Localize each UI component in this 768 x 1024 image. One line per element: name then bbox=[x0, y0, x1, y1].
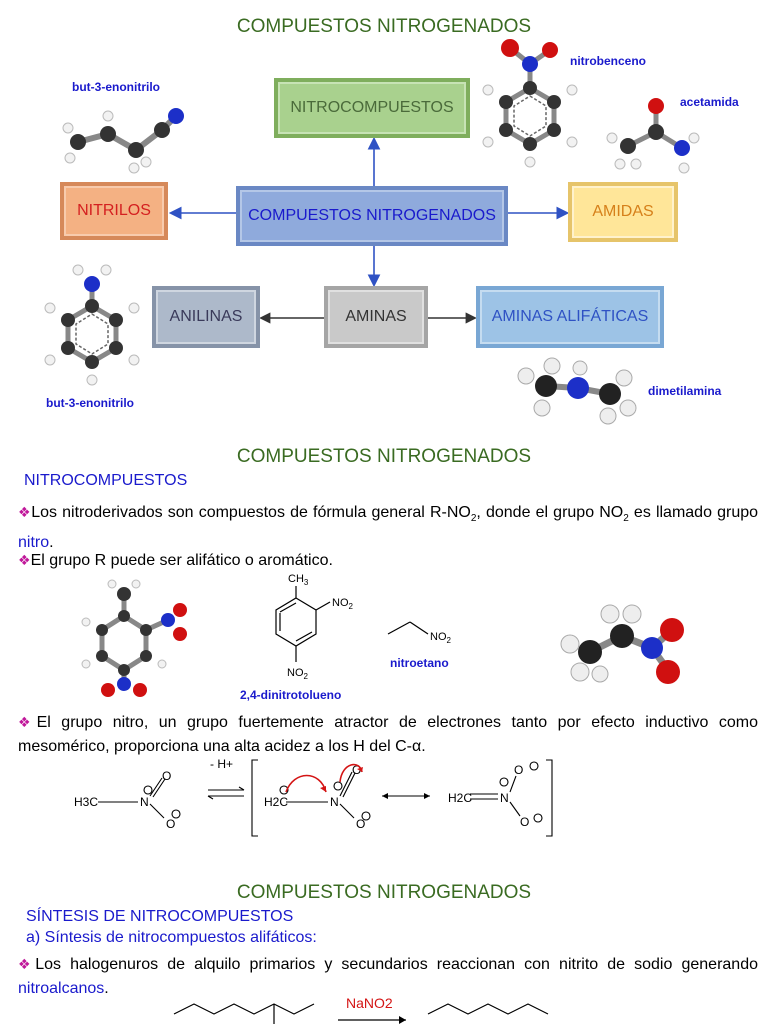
svg-text:H2C: H2C bbox=[448, 791, 472, 805]
svg-text:H2C: H2C bbox=[264, 795, 288, 809]
svg-text:O: O bbox=[356, 817, 365, 831]
svg-text:O: O bbox=[352, 763, 361, 777]
svg-text:NO2: NO2 bbox=[430, 631, 452, 644]
nitrocompuestos-heading: NITROCOMPUESTOS bbox=[24, 472, 188, 489]
svg-text:CH3: CH3 bbox=[288, 573, 309, 587]
svg-text:N: N bbox=[140, 795, 149, 809]
reaction-scheme: NaNO2 bbox=[173, 995, 549, 1024]
label-acetamida: acetamida bbox=[680, 95, 739, 109]
label-but3-enonitrilo-2: but-3-enonitrilo bbox=[46, 396, 134, 410]
box-nitrilos[interactable]: NITRILOS bbox=[60, 182, 168, 240]
label-dimetilamina: dimetilamina bbox=[648, 384, 722, 398]
dinitrotolueno-structure: CH3 NO2 NO2 bbox=[275, 573, 354, 681]
slide1-title: COMPUESTOS NITROGENADOS bbox=[236, 16, 532, 37]
acetamida-model-image bbox=[606, 98, 700, 174]
reagent-nanO2: NaNO2 bbox=[346, 995, 393, 1011]
svg-text:O: O bbox=[514, 763, 523, 777]
slide3-title: COMPUESTOS NITROGENADOS bbox=[236, 882, 532, 903]
bullet-icon: ❖ bbox=[18, 714, 37, 730]
paragraph-halogenuros: ❖Los halogenuros de alquilo primarios y … bbox=[18, 956, 758, 997]
box-anilinas[interactable]: ANILINAS bbox=[152, 286, 260, 348]
box-aminas[interactable]: AMINAS bbox=[324, 286, 428, 348]
h3c-label: H3C bbox=[74, 795, 98, 809]
label-nitroetano: nitroetano bbox=[390, 656, 449, 670]
diagram-arrows bbox=[168, 136, 570, 324]
but3-enonitrilo-model-image bbox=[62, 108, 184, 174]
svg-text:NO2: NO2 bbox=[287, 667, 309, 681]
dinitrotolueno-model-image bbox=[81, 579, 187, 697]
svg-text:- H+: - H+ bbox=[210, 757, 233, 771]
dimetilamina-model-image bbox=[517, 357, 637, 425]
svg-text:NO2: NO2 bbox=[332, 597, 354, 611]
box-aminas-alifaticas[interactable]: AMINAS ALIFÁTICAS bbox=[476, 286, 664, 348]
box-nitrocompuestos[interactable]: NITROCOMPUESTOS bbox=[274, 78, 470, 138]
sintesis-heading: SÍNTESIS DE NITROCOMPUESTOS bbox=[26, 908, 294, 925]
svg-text:N: N bbox=[500, 791, 509, 805]
label-dinitrotolueno: 2,4-dinitrotolueno bbox=[240, 688, 342, 702]
resonance-scheme: H3C N O O - H+ H2C N O O H2C N O O bbox=[74, 757, 553, 837]
svg-text:O: O bbox=[520, 815, 529, 829]
sintesis-subheading: a) Síntesis de nitrocompuestos alifático… bbox=[26, 929, 317, 946]
svg-text:O: O bbox=[166, 817, 175, 831]
anilina-model-image bbox=[44, 264, 140, 386]
svg-text:N: N bbox=[330, 795, 339, 809]
bullet-icon: ❖ bbox=[18, 552, 31, 568]
label-nitrobenceno: nitrobenceno bbox=[570, 54, 647, 68]
nitroalcanos-link[interactable]: nitroalcanos bbox=[18, 980, 105, 997]
bullet-icon: ❖ bbox=[18, 504, 32, 520]
box-compuestos-nitrogenados[interactable]: COMPUESTOS NITROGENADOS bbox=[236, 186, 508, 246]
paragraph-grupo-r: ❖El grupo R puede ser alifático o aromát… bbox=[18, 552, 333, 569]
paragraph-nitroderivados: ❖Los nitroderivados son compuestos de fó… bbox=[18, 504, 759, 552]
slide2-title: COMPUESTOS NITROGENADOS bbox=[236, 446, 532, 467]
nitro-link[interactable]: nitro bbox=[18, 534, 50, 552]
label-but3-enonitrilo: but-3-enonitrilo bbox=[72, 80, 160, 94]
box-amidas[interactable]: AMIDAS bbox=[568, 182, 678, 242]
nitrobenceno-model-image bbox=[482, 39, 578, 168]
paragraph-grupo-nitro: ❖El grupo nitro, un grupo fuertemente at… bbox=[18, 714, 758, 755]
svg-text:O: O bbox=[162, 769, 171, 783]
nitroetano-model-image bbox=[560, 604, 684, 684]
bullet-icon: ❖ bbox=[18, 956, 36, 972]
nitroetano-structure: NO2 bbox=[387, 621, 452, 644]
